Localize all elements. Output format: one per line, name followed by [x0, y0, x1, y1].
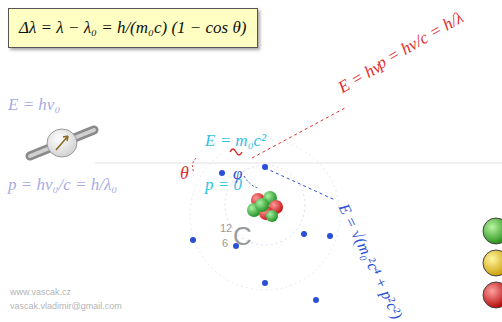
outer-orbit [190, 140, 340, 290]
scattered-momentum: p = hν/c = h/λ [373, 9, 467, 74]
photon-tube-highlight [30, 130, 94, 156]
angle-phi: φ [233, 165, 242, 184]
electron [313, 297, 319, 303]
watermark: vascak.vladimir@gmail.com [10, 302, 122, 312]
photon-bulb [47, 129, 77, 157]
electron-energy: E = m₀c² [205, 132, 266, 151]
control-buttons [483, 218, 502, 308]
neutron [266, 210, 278, 222]
photon-tube [30, 130, 94, 156]
electron [262, 164, 268, 170]
theta-arc [192, 158, 196, 172]
photon-source [30, 129, 94, 157]
angle-theta: θ [180, 164, 189, 184]
formula-box: Δλ = λ − λ₀ = h/(m₀c) (1 − cos θ) [8, 8, 258, 48]
photon-momentum: p = hν₀/c = h/λ₀ [8, 176, 117, 195]
electron [262, 280, 268, 286]
element-symbol: C [233, 222, 252, 251]
watermark: www.vascak.cz [10, 288, 71, 298]
electron [301, 231, 307, 237]
recoil-energy: E = √(m₀²c⁴ + p²c²) [335, 201, 406, 322]
phi-arc [244, 176, 258, 188]
neutron [255, 198, 269, 212]
electron [327, 233, 333, 239]
axis-line [95, 163, 502, 164]
atom [190, 140, 340, 303]
atomic-number: 6 [222, 237, 228, 249]
green-button [483, 218, 502, 244]
red-button [483, 282, 502, 308]
photon-arrow [56, 136, 68, 150]
formula-text: Δλ = λ − λ₀ = h/(m₀c) (1 − cos θ) [19, 18, 247, 38]
electron [190, 237, 196, 243]
photon-energy: E = hν₀ [8, 96, 60, 115]
mass-number: 12 [220, 222, 232, 234]
yellow-button [483, 250, 502, 276]
